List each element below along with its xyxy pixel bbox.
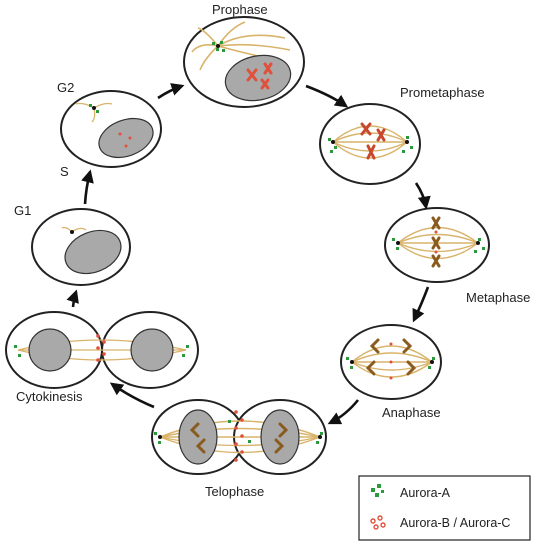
legend-box xyxy=(358,475,531,541)
g2-aurora-bc xyxy=(118,132,132,148)
cytokinesis-aurora-bc xyxy=(96,334,106,362)
legend-aurora-bc-label: Aurora-B / Aurora-C xyxy=(400,516,510,530)
label-telophase: Telophase xyxy=(205,484,264,499)
arrow-telophase-to-cytokinesis xyxy=(109,382,155,409)
metaphase-cell xyxy=(384,207,490,283)
prometaphase-chromosomes xyxy=(360,122,386,160)
label-cytokinesis: Cytokinesis xyxy=(16,389,83,404)
label-metaphase: Metaphase xyxy=(466,290,530,305)
arrow-g1-to-g2 xyxy=(81,169,94,205)
anaphase-cell xyxy=(340,324,442,400)
prophase-chromosomes xyxy=(246,62,273,90)
prophase-aurora-a xyxy=(212,41,225,52)
arrow-metaphase-to-anaphase xyxy=(412,286,430,323)
prometaphase-cell xyxy=(319,103,421,185)
g1-cell xyxy=(31,208,131,286)
cytokinesis-cell xyxy=(5,311,199,389)
cytokinesis-nucleus-left xyxy=(28,328,72,372)
label-anaphase: Anaphase xyxy=(382,405,441,420)
prophase-nucleus xyxy=(224,54,292,102)
arrow-g2-to-prophase xyxy=(157,83,185,100)
legend: Aurora-A Aurora-B / Aurora-C xyxy=(358,475,531,541)
arrow-prometaphase-to-metaphase xyxy=(414,182,431,210)
anaphase-chromosomes xyxy=(365,338,417,376)
label-g2: G2 xyxy=(57,80,74,95)
cytokinesis-nucleus-right xyxy=(130,328,174,372)
cycle-arrows xyxy=(66,83,431,425)
prophase-microtubules xyxy=(191,21,291,71)
prophase-centrosome xyxy=(216,44,220,48)
metaphase-chromosomes xyxy=(431,216,441,268)
g1-nucleus xyxy=(64,229,122,275)
label-s: S xyxy=(60,164,69,179)
label-prometaphase: Prometaphase xyxy=(400,85,485,100)
g2-nucleus xyxy=(98,117,154,159)
legend-aurora-a-label: Aurora-A xyxy=(400,486,451,500)
g1-centrosome xyxy=(70,230,74,234)
label-g1: G1 xyxy=(14,203,31,218)
g2-cell xyxy=(60,90,162,168)
label-prophase: Prophase xyxy=(212,2,268,17)
telophase-cell xyxy=(151,399,327,475)
telophase-aurora-bc xyxy=(234,410,244,462)
prophase-cell xyxy=(183,16,305,108)
arrow-anaphase-to-telophase xyxy=(327,399,360,425)
legend-aurora-bc-icon xyxy=(370,515,386,530)
legend-aurora-a-icon xyxy=(371,484,384,497)
arrow-prophase-to-prometaphase xyxy=(305,84,349,108)
arrow-cytokinesis-to-g1 xyxy=(66,289,79,308)
